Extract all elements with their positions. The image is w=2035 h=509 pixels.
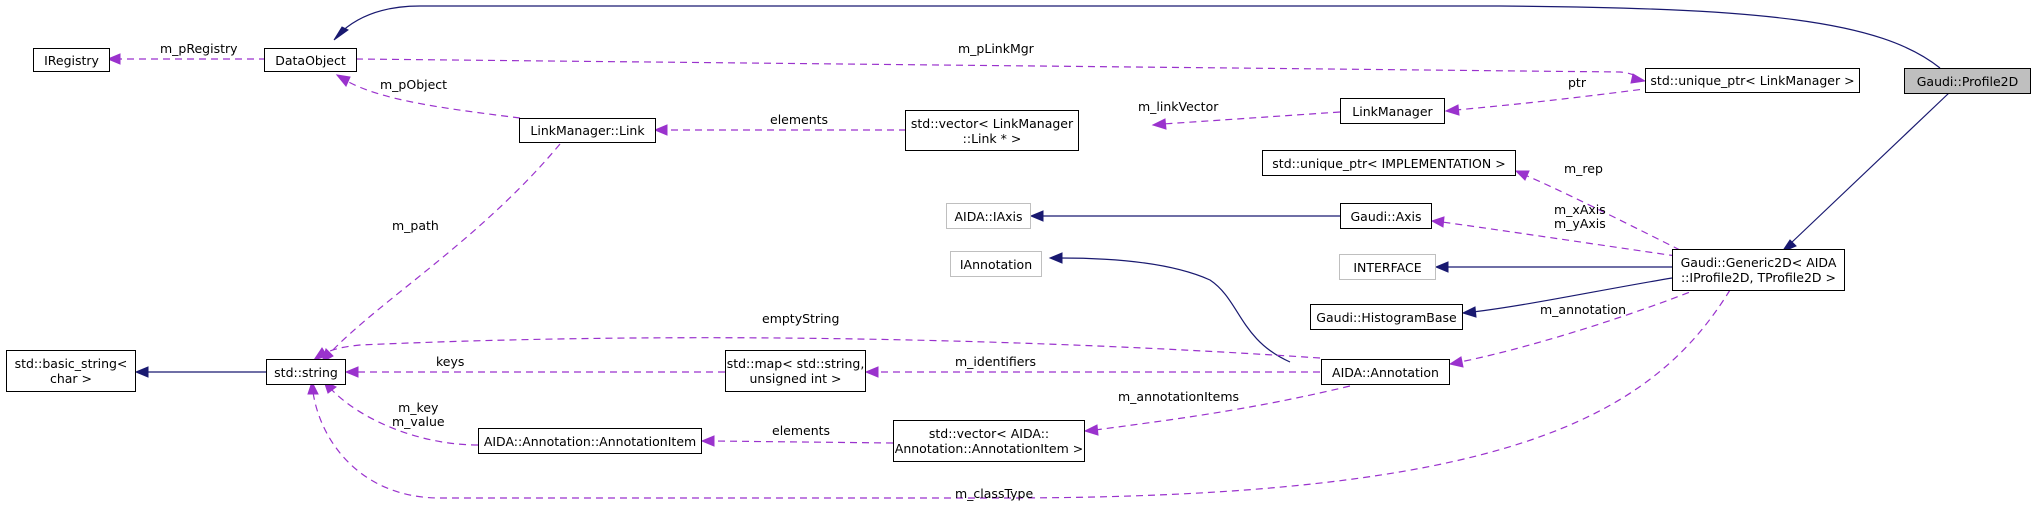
node-interface[interactable]: INTERFACE xyxy=(1339,254,1436,280)
arrowhead-link xyxy=(653,124,668,136)
label-m-rep: m_rep xyxy=(1564,161,1603,176)
node-std-basic-string[interactable]: std::basic_string< char > xyxy=(6,350,136,392)
node-aida-annotationitem[interactable]: AIDA::Annotation::AnnotationItem xyxy=(478,428,702,454)
node-linkmanager[interactable]: LinkManager xyxy=(1340,98,1445,124)
node-gaudi-profile2d[interactable]: Gaudi::Profile2D xyxy=(1904,68,2031,94)
edge-profile2d-to-dataobject xyxy=(337,5,1941,69)
label-elements-link: elements xyxy=(770,112,829,127)
arrowhead-annitem xyxy=(700,435,715,447)
arrowhead-uptrimpl xyxy=(1514,170,1530,181)
edge-generic2d-annotation xyxy=(1459,287,1701,363)
arrowhead-axis xyxy=(1430,216,1445,228)
arrowhead-dataobject-pobject xyxy=(335,74,351,87)
edge-annotation-string-empty xyxy=(321,337,1321,359)
arrowhead-map xyxy=(864,366,879,378)
node-aida-iaxis[interactable]: AIDA::IAxis xyxy=(946,203,1031,229)
edge-generic2d-uptrimpl xyxy=(1524,174,1681,251)
arrowhead-string-empty xyxy=(312,347,328,361)
edge-generic2d-string-classtype xyxy=(312,289,1731,499)
edge-uptr-linkmanager xyxy=(1455,87,1653,111)
arrowhead-iregistry xyxy=(106,53,121,65)
edge-annotation-to-iannotation xyxy=(1059,257,1291,363)
label-emptystring: emptyString xyxy=(762,311,840,326)
edge-dataobject-uptrlinkmgr xyxy=(355,58,1639,79)
label-m-annotationitems: m_annotationItems xyxy=(1118,389,1240,404)
label-m-annotation: m_annotation xyxy=(1540,302,1627,317)
node-std-map[interactable]: std::map< std::string, unsigned int > xyxy=(725,350,866,392)
label-m-xaxis-yaxis: m_xAxis m_yAxis xyxy=(1554,202,1606,231)
arrowhead-string-keys xyxy=(344,366,359,378)
arrowhead-vectoritem xyxy=(1083,424,1099,436)
edge-link-dataobject xyxy=(344,79,521,119)
arrowhead-string-classtype xyxy=(307,380,319,395)
arrowhead-basicstring xyxy=(134,366,149,378)
node-gaudi-axis[interactable]: Gaudi::Axis xyxy=(1340,203,1432,229)
arrowhead-vector-link xyxy=(1151,118,1167,130)
label-m-classtype: m_classType xyxy=(955,486,1034,501)
node-unique-ptr-implementation[interactable]: std::unique_ptr< IMPLEMENTATION > xyxy=(1262,150,1516,176)
arrowhead-annotation xyxy=(1448,356,1464,368)
node-vector-link[interactable]: std::vector< LinkManager ::Link * > xyxy=(905,110,1079,151)
edge-generic2d-to-histbase xyxy=(1472,277,1673,313)
node-gaudi-generic2d[interactable]: Gaudi::Generic2D< AIDA ::IProfile2D, TPr… xyxy=(1672,249,1845,291)
arrowhead-iaxis xyxy=(1029,210,1044,222)
node-iannotation[interactable]: IAnnotation xyxy=(950,251,1042,277)
label-m-plinkmgr: m_pLinkMgr xyxy=(958,41,1034,56)
label-m-pobject: m_pObject xyxy=(380,77,448,92)
arrowhead-iannotation xyxy=(1048,252,1063,264)
arrowhead-histbase xyxy=(1461,306,1477,318)
node-std-string[interactable]: std::string xyxy=(266,359,346,385)
edge-vectoritem-annitem xyxy=(711,440,894,444)
node-aida-annotation[interactable]: AIDA::Annotation xyxy=(1321,359,1450,385)
node-vector-annotationitem[interactable]: std::vector< AIDA:: Annotation::Annotati… xyxy=(893,420,1085,462)
arrowhead-dataobject xyxy=(333,26,349,41)
edge-annotation-vectoritem xyxy=(1094,385,1351,431)
node-iregistry[interactable]: IRegistry xyxy=(33,48,110,72)
label-m-linkvector: m_linkVector xyxy=(1138,99,1219,114)
arrowhead-linkmanager xyxy=(1444,104,1460,116)
label-keys: keys xyxy=(436,354,465,369)
label-m-identifiers: m_identifiers xyxy=(955,354,1037,369)
edge-profile2d-to-generic2d xyxy=(1789,91,1951,245)
edge-link-string-mpath xyxy=(327,143,561,356)
label-ptr: ptr xyxy=(1568,75,1586,90)
node-linkmanager-link[interactable]: LinkManager::Link xyxy=(519,118,656,143)
node-unique-ptr-linkmanager[interactable]: std::unique_ptr< LinkManager > xyxy=(1645,68,1860,93)
node-gaudi-histogrambase[interactable]: Gaudi::HistogramBase xyxy=(1310,304,1463,330)
edge-generic2d-axis xyxy=(1441,221,1677,257)
node-dataobject[interactable]: DataObject xyxy=(264,48,357,72)
label-elements-item: elements xyxy=(772,423,831,438)
label-m-pregistry: m_pRegistry xyxy=(160,41,238,56)
edge-annitem-string xyxy=(329,387,479,446)
arrowhead-uptrlinkmgr xyxy=(1630,73,1647,84)
label-m-key-value: m_key m_value xyxy=(392,400,445,429)
label-m-path: m_path xyxy=(392,218,439,233)
arrowhead-interface xyxy=(1434,261,1449,273)
edge-linkmanager-vector xyxy=(1162,111,1341,125)
